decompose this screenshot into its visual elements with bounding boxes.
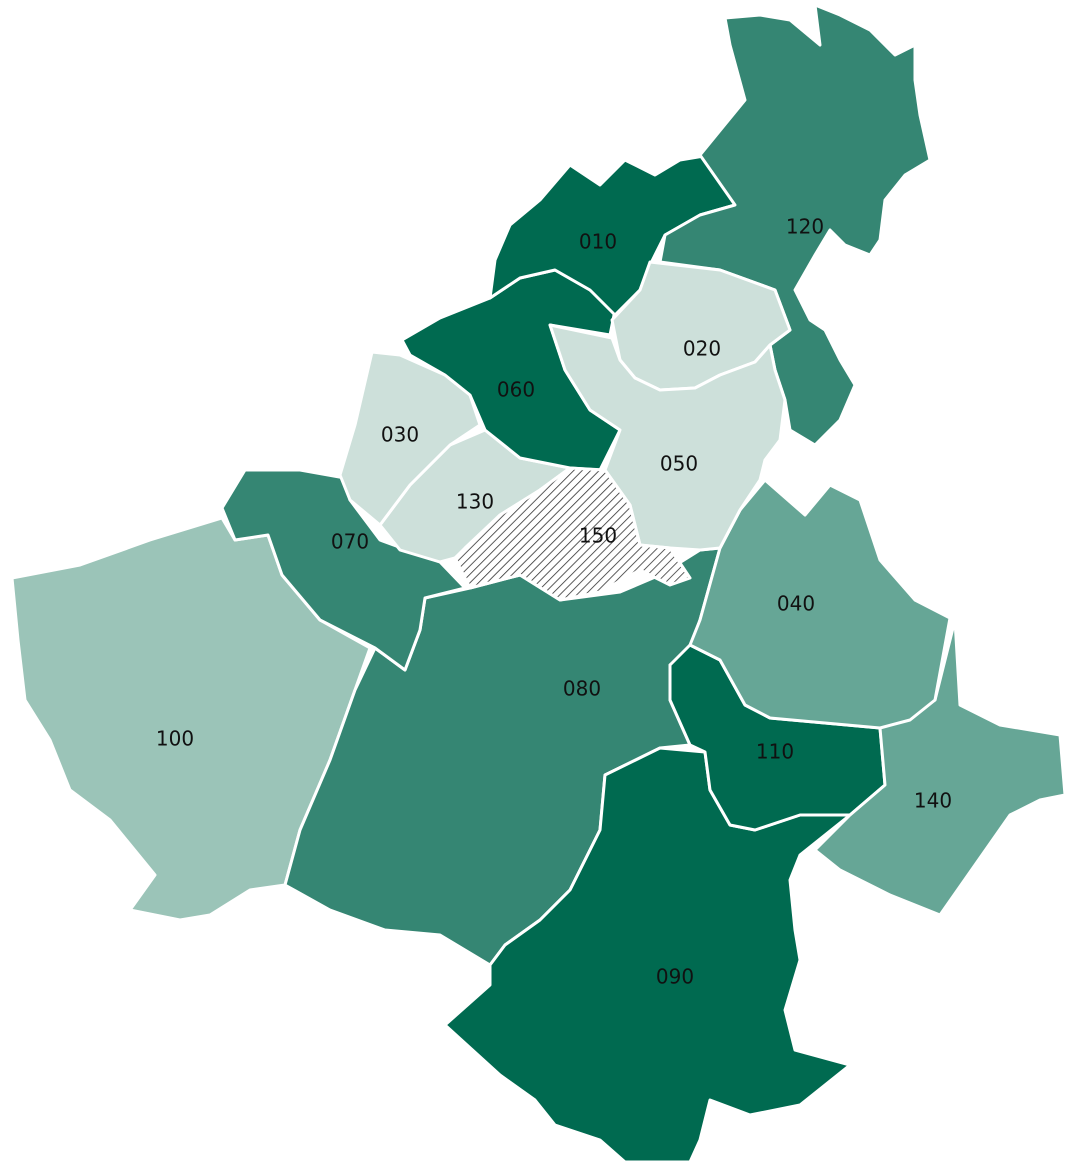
- district-060-label: 060: [497, 378, 535, 402]
- district-150[interactable]: 150: [453, 466, 692, 602]
- district-020-label: 020: [683, 337, 721, 361]
- district-100-label: 100: [156, 727, 194, 751]
- district-070-shape[interactable]: [220, 468, 467, 672]
- district-020[interactable]: 020: [610, 260, 792, 392]
- district-010-label: 010: [579, 230, 617, 254]
- district-150-label: 150: [579, 524, 617, 548]
- district-090-label: 090: [656, 965, 694, 989]
- district-140-label: 140: [914, 789, 952, 813]
- district-130-label: 130: [456, 490, 494, 514]
- district-010[interactable]: 010: [488, 153, 737, 317]
- district-050-label: 050: [660, 452, 698, 476]
- district-070-label: 070: [331, 530, 369, 554]
- district-110[interactable]: 110: [668, 643, 887, 832]
- district-110-label: 110: [756, 740, 794, 764]
- district-120-label: 120: [786, 215, 824, 239]
- district-040[interactable]: 040: [688, 478, 952, 730]
- district-080-label: 080: [563, 677, 601, 701]
- district-030-label: 030: [381, 423, 419, 447]
- district-040-label: 040: [777, 592, 815, 616]
- district-150-shape[interactable]: [453, 466, 692, 602]
- district-140-shape[interactable]: [813, 618, 1067, 917]
- district-140[interactable]: 140: [813, 618, 1067, 917]
- district-040-shape[interactable]: [688, 478, 952, 730]
- district-070[interactable]: 070: [220, 468, 467, 672]
